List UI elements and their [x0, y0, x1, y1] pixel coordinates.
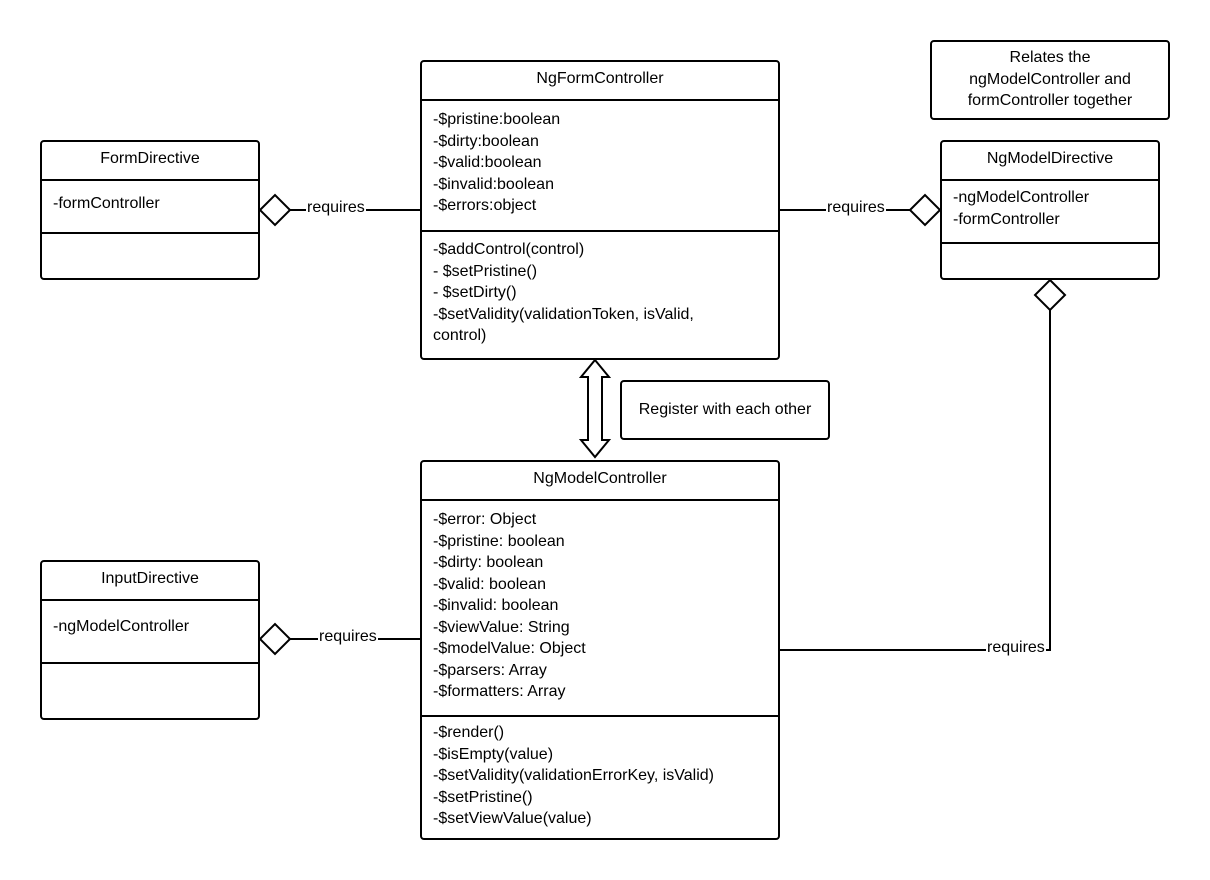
form-directive-attr: -formController	[53, 195, 160, 212]
ng-model-controller-attr: -$dirty: boolean	[433, 554, 544, 571]
ng-model-controller-attr: -$pristine: boolean	[433, 532, 565, 550]
input-requires-label: requires	[318, 628, 378, 646]
ng-model-controller-attr: -$formatters: Array	[433, 683, 566, 700]
ngmodel-requires-form-label: requires	[826, 199, 886, 217]
ng-model-controller-name: NgModelController	[422, 462, 778, 501]
ng-form-controller-op: control)	[433, 327, 487, 344]
form-directive-attributes: -formController	[42, 181, 258, 232]
ng-model-controller-op: -$setViewValue(value)	[433, 810, 592, 827]
relates-note-line: Relates the	[1009, 49, 1091, 66]
ng-model-controller-op: -$render()	[433, 724, 505, 741]
ng-model-controller-attr: -$viewValue: String	[433, 618, 570, 636]
ng-form-controller-attr: -$dirty:boolean	[433, 132, 539, 150]
ng-model-controller-op: -$setValidity(validationErrorKey, isVali…	[433, 767, 714, 784]
ng-model-controller-attr: -$error: Object	[433, 511, 537, 528]
relates-note[interactable]: Relates the ngModelController and formCo…	[930, 40, 1170, 120]
ng-form-controller-name: NgFormController	[422, 62, 778, 101]
ng-form-controller-operations: -$addControl(control) - $setPristine() -…	[422, 230, 778, 358]
ng-model-controller-class[interactable]: NgModelController -$error: Object -$pris…	[420, 460, 780, 840]
relates-note-line: formController together	[967, 92, 1133, 109]
ng-model-controller-attributes: -$error: Object -$pristine: boolean -$di…	[422, 501, 778, 715]
ng-form-controller-op: - $setPristine()	[433, 262, 538, 280]
ng-form-controller-class[interactable]: NgFormController -$pristine:boolean -$di…	[420, 60, 780, 360]
ng-model-directive-class[interactable]: NgModelDirective -ngModelController -for…	[940, 140, 1160, 280]
ngmodel-requires-model-label: requires	[986, 639, 1046, 657]
form-directive-operations	[42, 232, 258, 278]
ng-model-directive-attributes: -ngModelController -formController	[942, 181, 1158, 242]
ng-model-directive-attr: -ngModelController	[953, 189, 1090, 206]
ng-model-controller-attr: -$modelValue: Object	[433, 640, 586, 657]
ng-form-controller-attr: -$errors:object	[433, 197, 537, 214]
form-requires-label: requires	[306, 199, 366, 217]
ng-form-controller-attr: -$invalid:boolean	[433, 175, 554, 193]
register-note-text: Register with each other	[638, 401, 812, 418]
input-directive-attr: -ngModelController	[53, 618, 190, 635]
ngmodel-requires-form-diamond	[908, 193, 942, 227]
ng-model-controller-attr: -$parsers: Array	[433, 661, 547, 679]
ng-model-directive-operations	[942, 242, 1158, 278]
form-requires-diamond	[258, 193, 292, 227]
input-requires-diamond	[258, 622, 292, 656]
form-directive-name: FormDirective	[42, 142, 258, 181]
ngmodel-requires-model-line	[780, 310, 1051, 651]
ngmodel-requires-model-diamond	[1033, 278, 1067, 312]
ng-form-controller-op: -$setValidity(validationToken, isValid,	[433, 305, 694, 323]
input-directive-name: InputDirective	[42, 562, 258, 601]
ng-model-controller-attr: -$valid: boolean	[433, 575, 546, 593]
ng-form-controller-attr: -$pristine:boolean	[433, 111, 561, 128]
ng-form-controller-op: - $setDirty()	[433, 284, 517, 301]
ng-model-controller-op: -$setPristine()	[433, 788, 533, 806]
ng-model-directive-name: NgModelDirective	[942, 142, 1158, 181]
register-note[interactable]: Register with each other	[620, 380, 830, 440]
input-directive-attributes: -ngModelController	[42, 601, 258, 662]
ng-model-directive-attr: -formController	[953, 210, 1060, 228]
ng-model-controller-operations: -$render() -$isEmpty(value) -$setValidit…	[422, 715, 778, 838]
ng-model-controller-attr: -$invalid: boolean	[433, 597, 559, 614]
ng-model-controller-op: -$isEmpty(value)	[433, 745, 554, 763]
ng-form-controller-attributes: -$pristine:boolean -$dirty:boolean -$val…	[422, 101, 778, 230]
ng-form-controller-attr: -$valid:boolean	[433, 154, 542, 171]
input-directive-class[interactable]: InputDirective -ngModelController	[40, 560, 260, 720]
register-double-arrow	[578, 358, 612, 459]
ng-form-controller-op: -$addControl(control)	[433, 241, 585, 258]
form-directive-class[interactable]: FormDirective -formController	[40, 140, 260, 280]
relates-note-line: ngModelController and	[969, 70, 1131, 88]
input-directive-operations	[42, 662, 258, 718]
